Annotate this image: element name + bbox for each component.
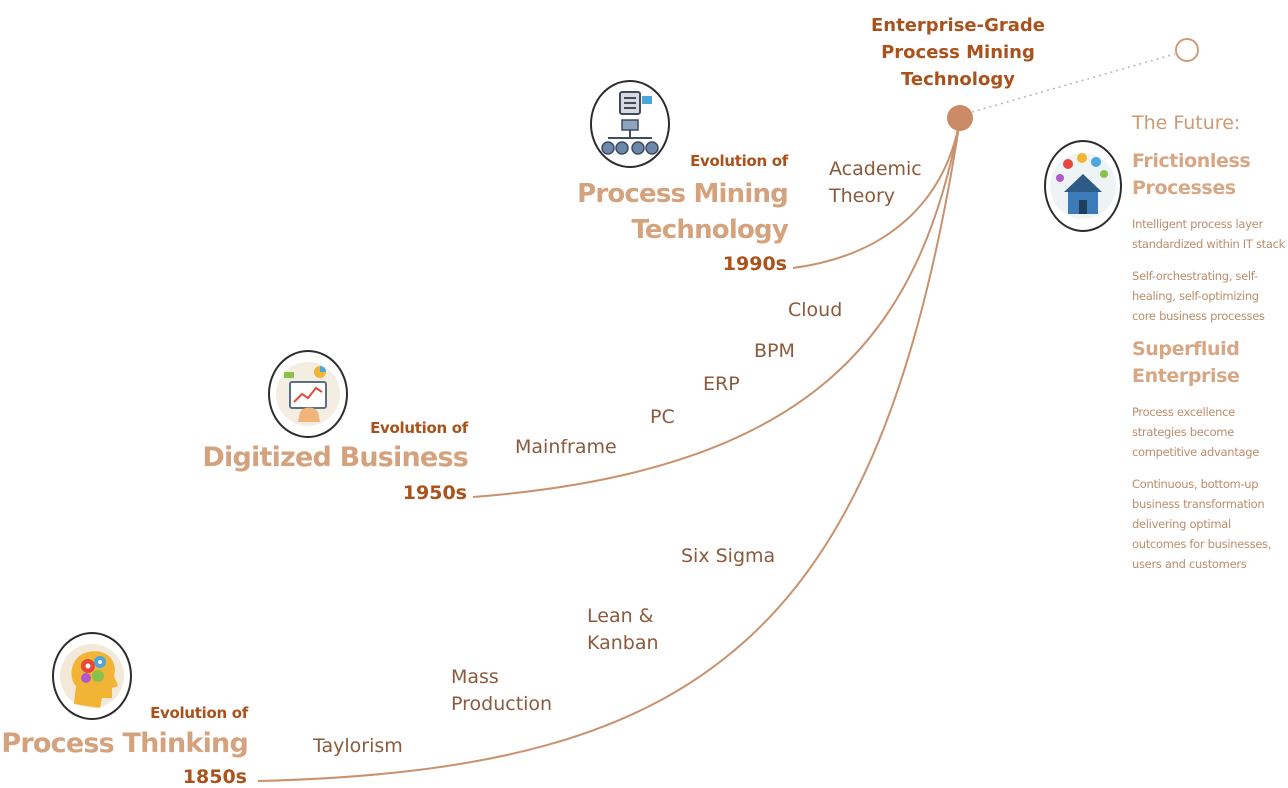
future-paragraph: Continuous, bottom-up business transform… (1132, 477, 1272, 571)
era-1-year: 1850s (182, 766, 247, 788)
era-2-year: 1950s (402, 482, 467, 504)
goal-heading: Enterprise-Grade Process Mining Technolo… (870, 15, 1045, 90)
future-paragraph: Process excellence strategies become com… (1132, 405, 1260, 459)
future-paragraph: Self-orchestrating, self- healing, self-… (1132, 269, 1265, 323)
era-2-title: Digitized Business (202, 442, 468, 473)
goal-dot (947, 105, 973, 131)
curve-process-mining (792, 119, 961, 269)
milestone-six-sigma: Six Sigma (681, 545, 776, 567)
future-paragraph: Intelligent process layer standardized w… (1132, 217, 1286, 251)
milestone-erp: ERP (703, 373, 740, 395)
era-3-title: Process Mining Technology (577, 179, 789, 245)
future-panel: The Future: Frictionless Processes Intel… (1132, 112, 1288, 574)
milestone-mainframe: Mainframe (515, 436, 617, 458)
smart-house-icon (1044, 140, 1122, 232)
milestone-pc: PC (650, 406, 675, 428)
future-open-circle (1175, 38, 1199, 62)
era-3-prefix: Evolution of (690, 152, 788, 170)
process-flow-chart-icon (590, 80, 670, 168)
milestone-lean-kanban: Lean & Kanban (587, 605, 659, 654)
future-title: The Future: (1132, 112, 1241, 134)
milestone-bpm: BPM (754, 340, 795, 362)
era-2-prefix: Evolution of (370, 419, 468, 437)
future-heading-frictionless: Frictionless Processes (1132, 150, 1251, 199)
future-heading-superfluid: Superfluid Enterprise (1132, 338, 1240, 387)
milestone-mass-production: Mass Production (451, 666, 553, 715)
business-analytics-icon (268, 350, 348, 438)
future-dotted-connector (971, 53, 1176, 113)
curve-digitized-business (472, 119, 961, 498)
era-1-prefix: Evolution of (150, 704, 248, 722)
era-1-title: Process Thinking (1, 728, 248, 759)
milestone-taylorism: Taylorism (313, 735, 403, 757)
milestone-academic-theory: Academic Theory (829, 158, 922, 207)
curve-process-thinking (257, 119, 961, 782)
era-3-year: 1990s (722, 253, 787, 275)
brain-gears-head-icon (52, 632, 132, 720)
milestone-cloud: Cloud (788, 299, 843, 321)
